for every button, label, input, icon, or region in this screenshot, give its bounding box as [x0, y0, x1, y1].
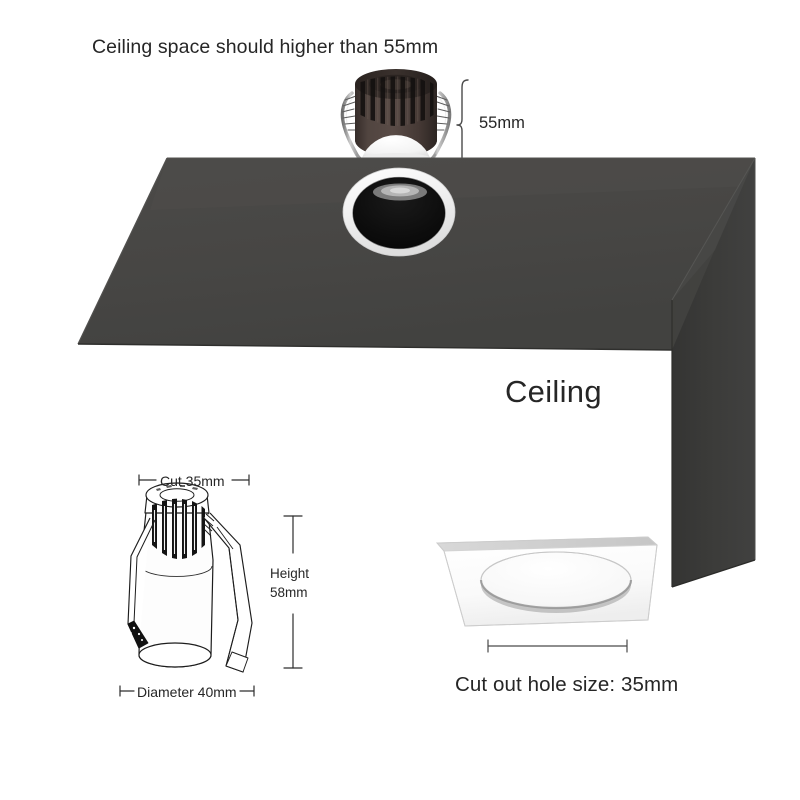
- square-trim-panel: [435, 536, 658, 627]
- cutout-size-caption: Cut out hole size: 35mm: [455, 673, 679, 696]
- ceiling-space-note: Ceiling space should higher than 55mm: [92, 36, 439, 58]
- heatsink-fins: [360, 76, 434, 126]
- fixture-dimension-drawing: [127, 482, 253, 673]
- ceiling-label: Ceiling: [505, 374, 602, 409]
- depth-dimension-bracket: [456, 79, 469, 171]
- diameter-label: Diameter 40mm: [137, 684, 237, 700]
- cut-dimension-line: [138, 474, 250, 486]
- height-label-line2: 58mm: [270, 585, 308, 600]
- ceiling-drop-panel: [671, 157, 756, 588]
- cut-size-label: Cut 35mm: [160, 473, 225, 489]
- height-label-line1: Height: [270, 566, 310, 581]
- height-label-group: Height 58mm: [270, 564, 309, 602]
- installed-downlight: [342, 167, 456, 257]
- diameter-dimension-line: [119, 685, 255, 697]
- depth-dimension-label: 55mm: [479, 114, 525, 132]
- cutout-dimension-line: [487, 639, 628, 653]
- height-dimension-line: [283, 515, 303, 669]
- exploded-downlight-fixture: [340, 69, 452, 164]
